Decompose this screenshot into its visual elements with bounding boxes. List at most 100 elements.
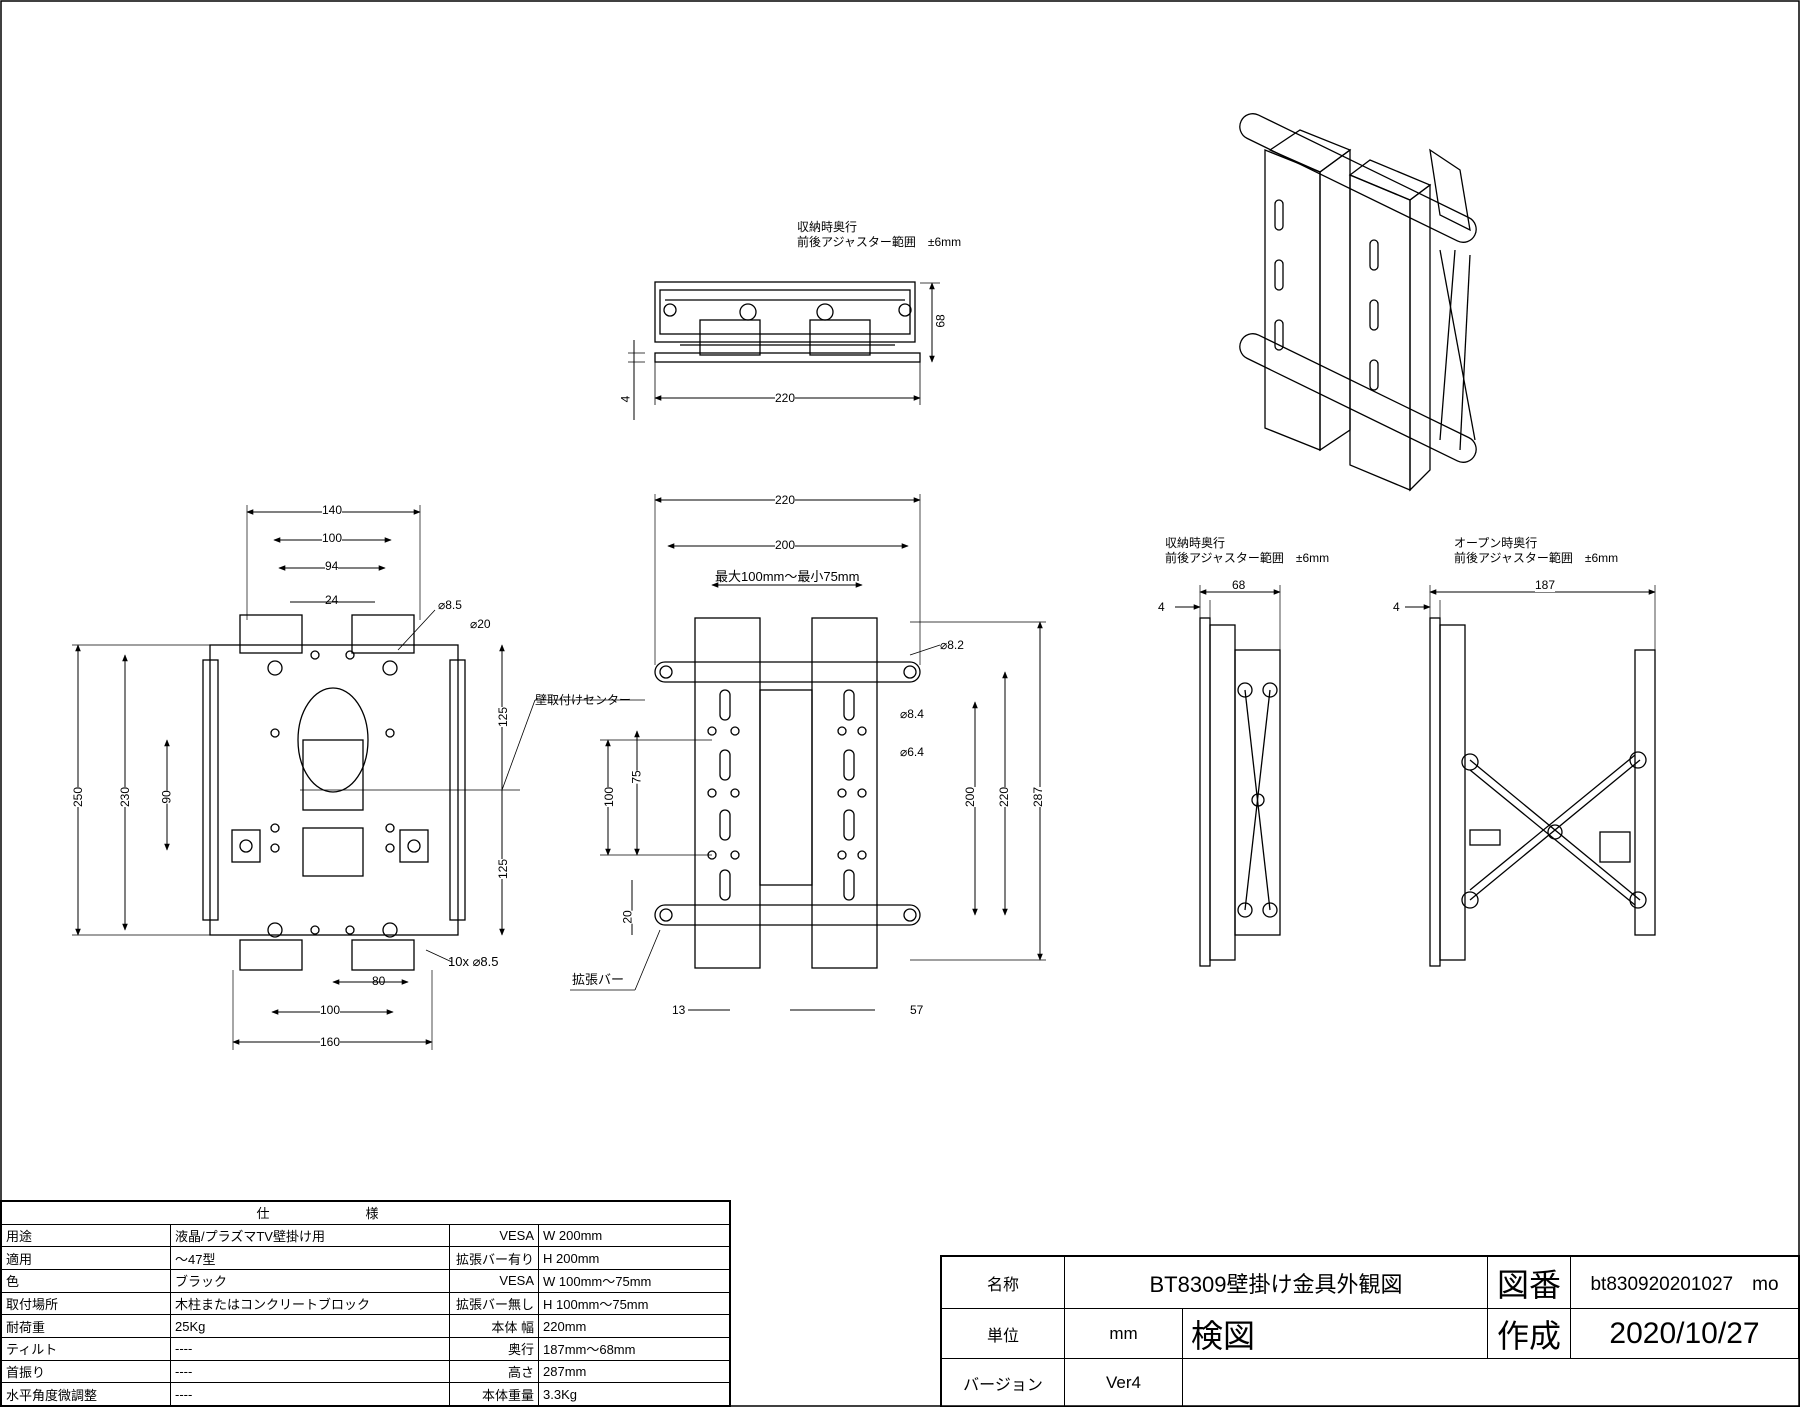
drawing-no-label: 図番 [1487,1256,1571,1309]
front-hole-64: ⌀6.4 [900,745,924,759]
spec-label2: VESA [449,1268,539,1293]
front-hole-84: ⌀8.4 [900,707,924,721]
spec-label2: 本体 幅 [449,1314,539,1338]
wall-plate-view [72,505,645,1050]
side-closed-dim-4: 4 [1158,600,1165,614]
spec-row: 水平角度微調整 ---- 本体重量 3.3Kg [1,1382,730,1406]
top-note-line2: 前後アジャスター範囲 ±6mm [797,235,962,249]
plate-dim-140: 140 [322,503,343,517]
front-dim-75: 75 [629,770,644,784]
name-value: BT8309壁掛け金具外観図 [1064,1256,1488,1309]
side-closed-dim-68: 68 [1232,578,1246,592]
front-dim-20: 20 [620,910,635,924]
spec-row: 色 ブラック VESA W 100mm～75mm [1,1268,730,1293]
spec-value: ---- [170,1336,450,1361]
front-dim-220-right: 220 [997,786,1012,808]
plate-dim-125-top: 125 [496,706,511,728]
top-note-line1: 収納時奥行 [797,220,858,234]
plate-dim-160: 160 [320,1035,341,1049]
spec-row: 用途 液晶/プラズマTV壁掛け用 VESA W 200mm [1,1223,730,1248]
spec-value2: 287mm [538,1359,730,1384]
spec-label: 首振り [1,1359,171,1384]
spec-label: 取付場所 [1,1291,171,1316]
top-view [628,281,940,420]
spec-value2: 220mm [538,1314,730,1338]
front-dim-220: 220 [775,493,796,507]
spec-table: 仕様 用途 液晶/プラズマTV壁掛け用 VESA W 200mm 適用 ～47型… [0,1200,731,1407]
spec-label2: 拡張バー有り [449,1246,539,1270]
spec-label: 水平角度微調整 [1,1382,171,1406]
spec-value2: H 200mm [538,1246,730,1270]
front-dim-100: 100 [602,786,617,808]
front-dim-range: 最大100mm～最小75mm [715,569,860,584]
side-view-closed [1175,585,1281,967]
title-block: 名称 BT8309壁掛け金具外観図 図番 bt830920201027 mo 単… [940,1255,1800,1407]
spec-value2: H 100mm～75mm [538,1291,730,1316]
side-closed-note-line2: 前後アジャスター範囲 ±6mm [1165,551,1330,565]
spec-label2: 拡張バー無し [449,1291,539,1316]
plate-hole-85: ⌀8.5 [438,598,462,612]
side-view-open [1405,585,1656,967]
front-bar-label: 拡張バー [572,972,625,987]
spec-value2: W 200mm [538,1223,730,1248]
spec-label: 耐荷重 [1,1314,171,1338]
plate-dim-250: 250 [71,786,86,808]
version-label: バージョン [941,1358,1065,1407]
plate-dim-100-top: 100 [322,531,343,545]
spec-label2: VESA [449,1223,539,1248]
plate-dim-100-bottom: 100 [320,1003,341,1017]
side-open-note-line2: 前後アジャスター範囲 ±6mm [1454,551,1619,565]
spec-label2: 本体重量 [449,1382,539,1406]
spec-value2: 3.3Kg [538,1382,730,1406]
plate-holes-10x: 10x ⌀8.5 [448,954,499,969]
created-label: 作成 [1487,1308,1571,1359]
top-dim-width: 220 [775,391,796,405]
spec-label: 適用 [1,1246,171,1270]
side-open-dim-187: 187 [1535,578,1556,592]
plate-dim-230: 230 [118,786,133,808]
spec-row: 耐荷重 25Kg 本体 幅 220mm [1,1314,730,1338]
front-dim-287: 287 [1031,786,1046,808]
unit-value: mm [1064,1308,1183,1359]
plate-hole-20: ⌀20 [470,617,491,631]
plate-dim-80: 80 [372,974,386,988]
plate-dim-24: 24 [325,593,339,607]
unit-label: 単位 [941,1308,1065,1359]
version-value: Ver4 [1064,1358,1183,1407]
drawing-no-value: bt830920201027 mo [1570,1256,1799,1309]
spec-value2: 187mm～68mm [538,1336,730,1361]
spec-value: ---- [170,1382,450,1406]
spec-row: 適用 ～47型 拡張バー有り H 200mm [1,1246,730,1270]
plate-dim-90: 90 [159,790,174,804]
spec-value: 木柱またはコンクリートブロック [170,1291,450,1316]
spec-header: 仕様 [1,1201,730,1225]
created-value: 2020/10/27 [1570,1308,1799,1359]
top-dim-depth: 68 [933,314,948,328]
front-dim-200-right: 200 [963,786,978,808]
plate-center-label: 壁取付けセンター [535,693,632,707]
spec-value: ブラック [170,1268,450,1293]
name-label: 名称 [941,1256,1065,1309]
empty-cell [1182,1358,1799,1407]
front-hole-82: ⌀8.2 [940,638,964,652]
spec-label2: 高さ [449,1359,539,1384]
spec-value: 25Kg [170,1314,450,1338]
front-dim-200: 200 [775,538,796,552]
spec-value: ---- [170,1359,450,1384]
spec-label: 色 [1,1268,171,1293]
spec-label: ティルト [1,1336,171,1361]
top-dim-plate: 4 [618,395,633,403]
front-dim-57: 57 [910,1003,924,1017]
spec-label2: 奥行 [449,1336,539,1361]
spec-value: ～47型 [170,1246,450,1270]
check-label: 検図 [1182,1308,1488,1359]
spec-row: ティルト ---- 奥行 187mm～68mm [1,1336,730,1361]
isometric-view [1239,113,1477,492]
spec-row: 取付場所 木柱またはコンクリートブロック 拡張バー無し H 100mm～75mm [1,1291,730,1316]
spec-label: 用途 [1,1223,171,1248]
plate-dim-94: 94 [325,559,339,573]
side-closed-note-line1: 収納時奥行 [1165,536,1226,550]
spec-value: 液晶/プラズマTV壁掛け用 [170,1223,450,1248]
front-dim-13: 13 [672,1003,686,1017]
